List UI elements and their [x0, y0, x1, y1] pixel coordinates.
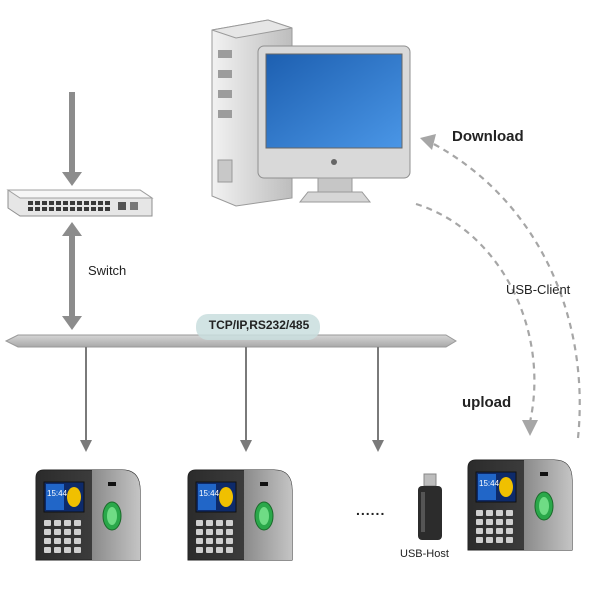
switch-bus-connector	[62, 222, 82, 330]
terminal-clock-text: 15:44	[479, 479, 500, 488]
network-switch-icon	[6, 189, 154, 217]
terminal-clock-text: 15:44	[47, 489, 68, 498]
network-bus	[4, 334, 457, 348]
drop-arrow-1	[80, 347, 92, 452]
attendance-terminal-icon: 15:44	[187, 469, 293, 561]
usb-stick-icon	[418, 473, 442, 540]
upload-arrow	[415, 202, 538, 436]
bus-label: TCP/IP,RS232/485	[208, 318, 310, 332]
drop-arrow-3	[372, 347, 384, 452]
attendance-terminal-icon: 15:44	[467, 459, 573, 551]
drop-arrow-2	[240, 347, 252, 452]
upload-label: upload	[462, 394, 512, 411]
bus-label-badge	[196, 314, 320, 340]
download-label: Download	[452, 128, 524, 145]
monitor-icon	[257, 45, 411, 203]
usb-host-label: USB-Host	[400, 548, 449, 560]
ellipsis-label: ......	[356, 502, 386, 518]
usb-client-label: USB-Client	[506, 282, 571, 297]
switch-uplink-arrow	[62, 92, 82, 186]
download-arrow	[420, 134, 581, 439]
terminal-clock-text: 15:44	[199, 489, 220, 498]
attendance-terminal-icon: 15:44	[35, 469, 141, 561]
switch-label: Switch	[88, 263, 127, 278]
